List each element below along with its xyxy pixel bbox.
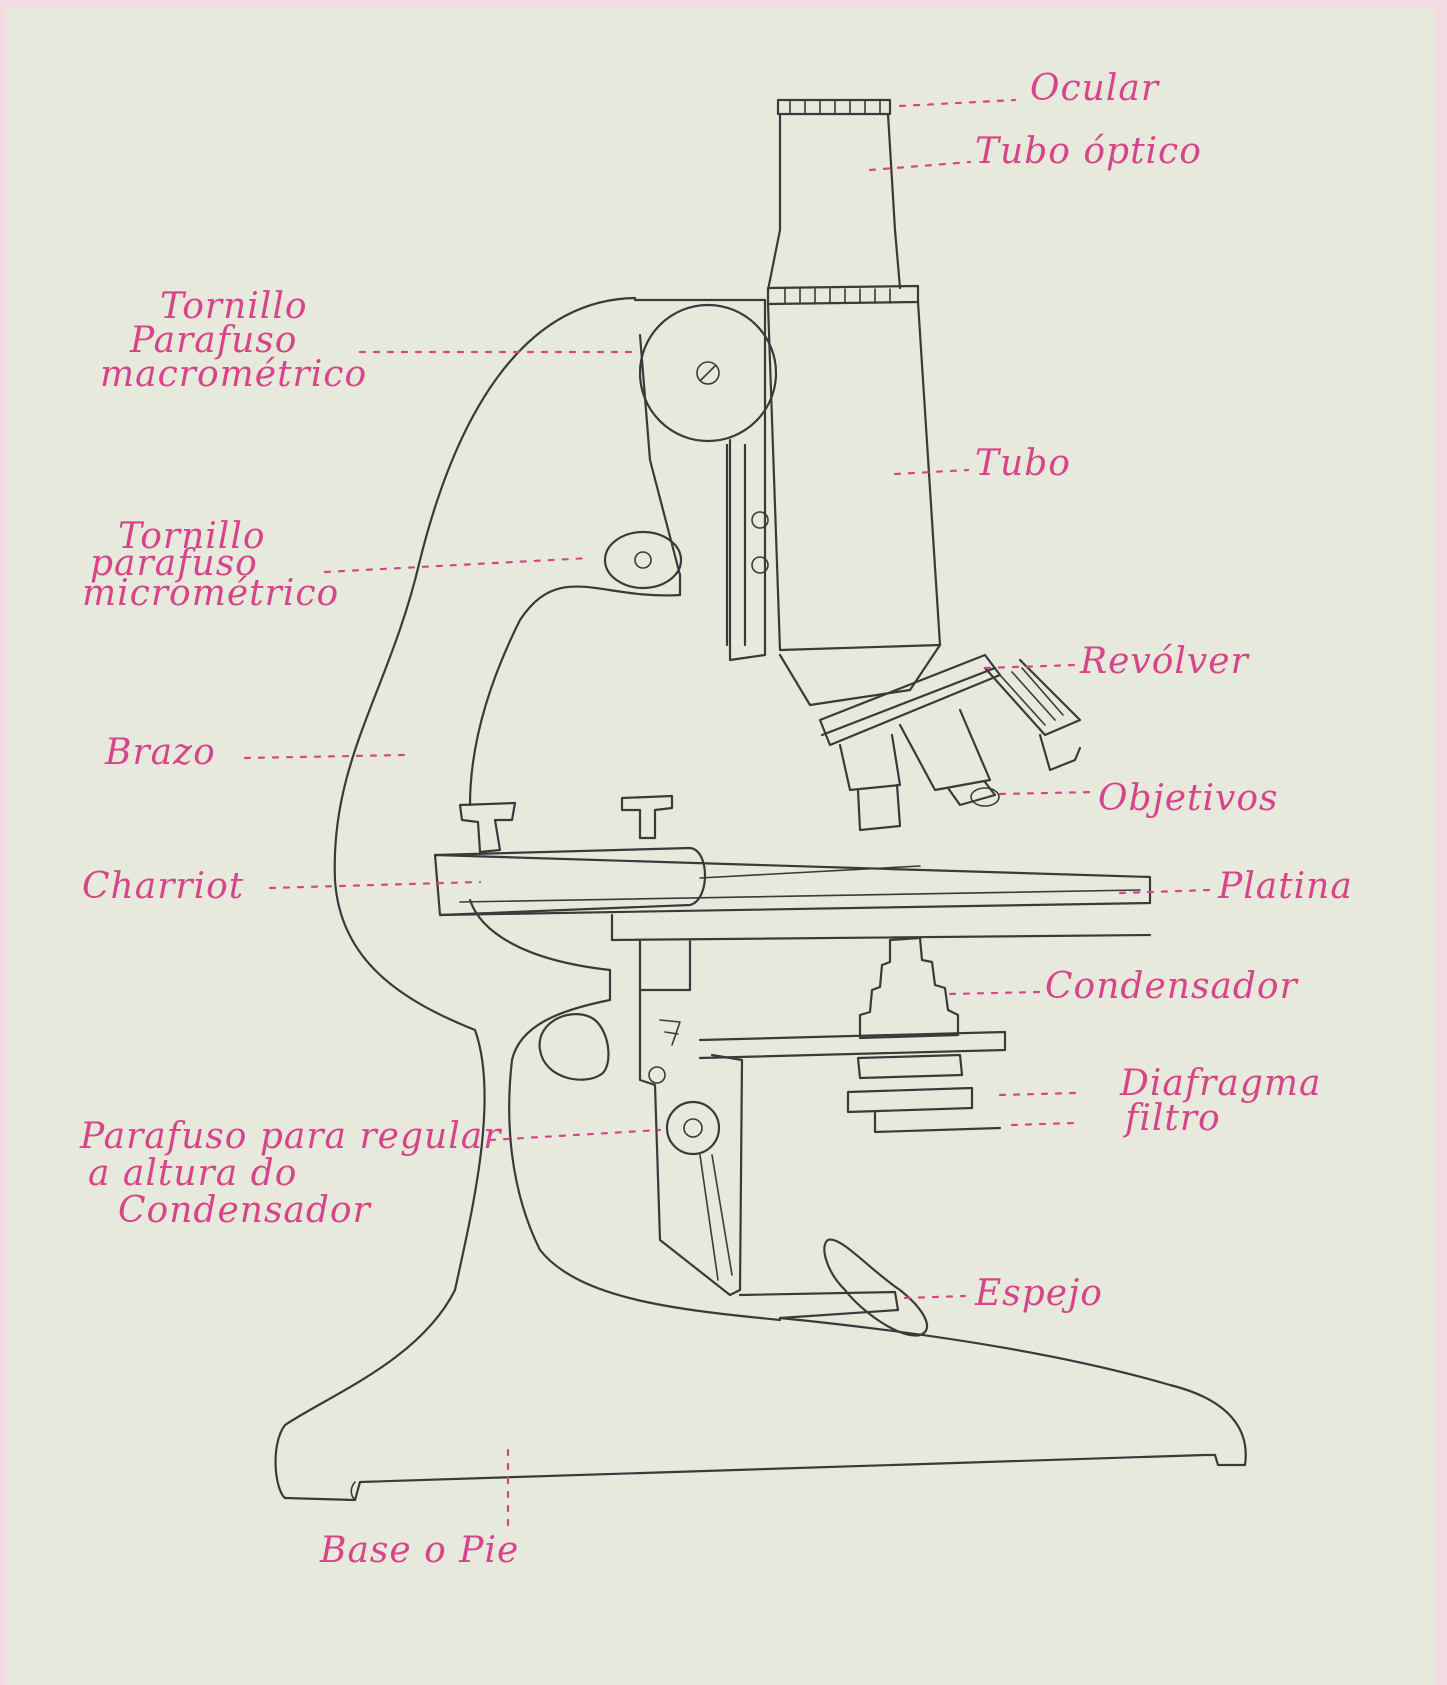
label-ocular: Ocular (1030, 68, 1160, 109)
label-regulador-line3: Condensador (118, 1190, 372, 1231)
label-filtro: filtro (1122, 1098, 1221, 1139)
label-objetivos: Objetivos (1098, 778, 1279, 819)
label-tubo: Tubo (975, 443, 1071, 484)
label-espejo: Espejo (974, 1273, 1103, 1314)
label-macrometrico-line3: macrométrico (100, 354, 367, 395)
label-regulador-line2: a altura do (88, 1153, 297, 1194)
label-condensador: Condensador (1045, 966, 1299, 1007)
label-base: Base o Pie (319, 1530, 519, 1571)
label-platina: Platina (1217, 866, 1353, 907)
label-regulador-line1: Parafuso para regular (79, 1116, 502, 1157)
label-revolver: Revólver (1079, 641, 1250, 682)
label-brazo: Brazo (104, 732, 216, 773)
label-charriot: Charriot (82, 866, 244, 907)
label-tubo-optico: Tubo óptico (975, 131, 1202, 172)
paper-sheet (6, 8, 1434, 1685)
label-micrometrico-line3: micrométrico (82, 573, 339, 614)
